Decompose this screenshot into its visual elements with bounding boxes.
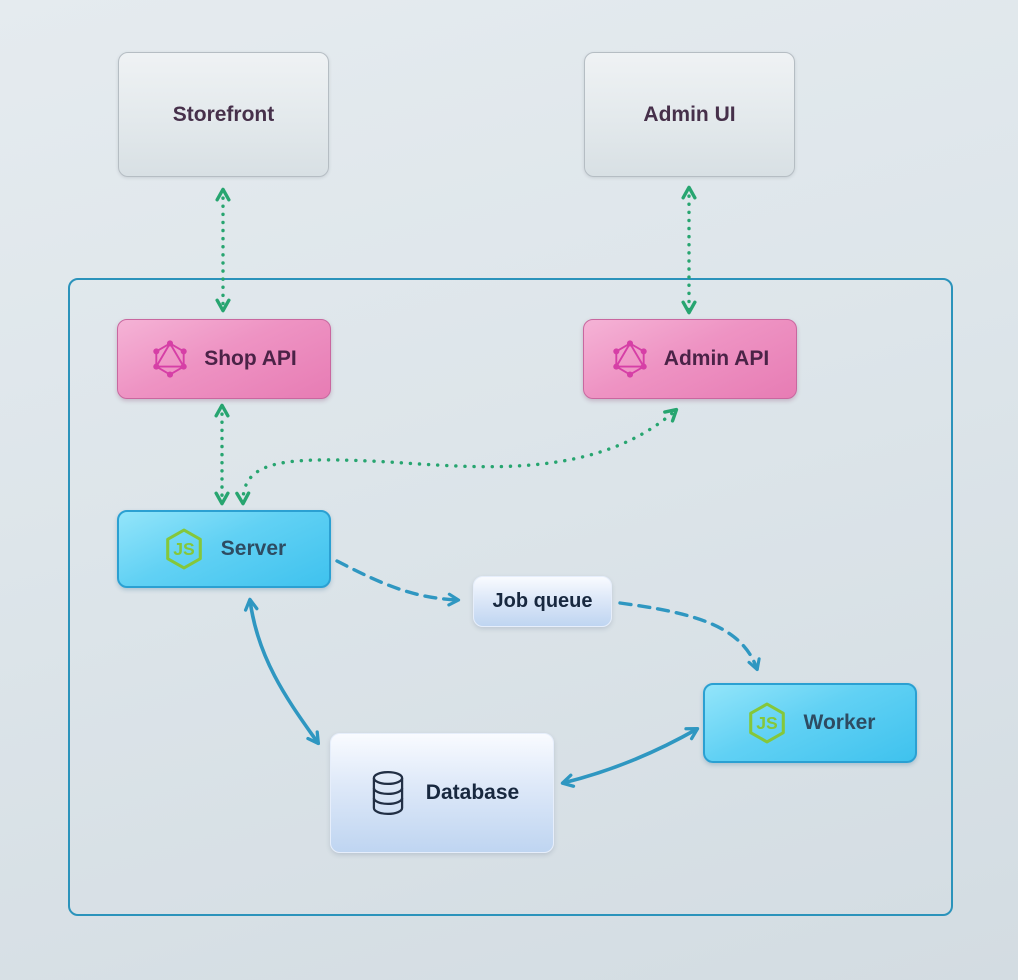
graphql-icon: [611, 340, 649, 378]
node-shop-api: Shop API: [117, 319, 331, 399]
node-storefront: Storefront: [118, 52, 329, 177]
worker-label: Worker: [803, 711, 876, 734]
nodejs-icon: JS: [745, 701, 789, 745]
database-label: Database: [425, 781, 520, 804]
node-job-queue: Job queue: [473, 576, 612, 627]
node-admin-api: Admin API: [583, 319, 797, 399]
svg-text:JS: JS: [173, 539, 195, 559]
node-database: Database: [330, 733, 554, 853]
graphql-icon: [151, 340, 189, 378]
server-label: Server: [220, 537, 287, 560]
server-boundary-frame: [68, 278, 953, 916]
node-worker: JS Worker: [703, 683, 917, 763]
storefront-label: Storefront: [172, 102, 275, 126]
admin-api-label: Admin API: [663, 347, 770, 370]
shop-api-label: Shop API: [204, 347, 297, 370]
nodejs-icon: JS: [162, 527, 206, 571]
database-icon: [365, 768, 411, 818]
admin-ui-label: Admin UI: [643, 102, 736, 126]
node-admin-ui: Admin UI: [584, 52, 795, 177]
svg-text:JS: JS: [756, 713, 778, 733]
job-queue-label: Job queue: [492, 590, 593, 612]
node-server: JS Server: [117, 510, 331, 588]
